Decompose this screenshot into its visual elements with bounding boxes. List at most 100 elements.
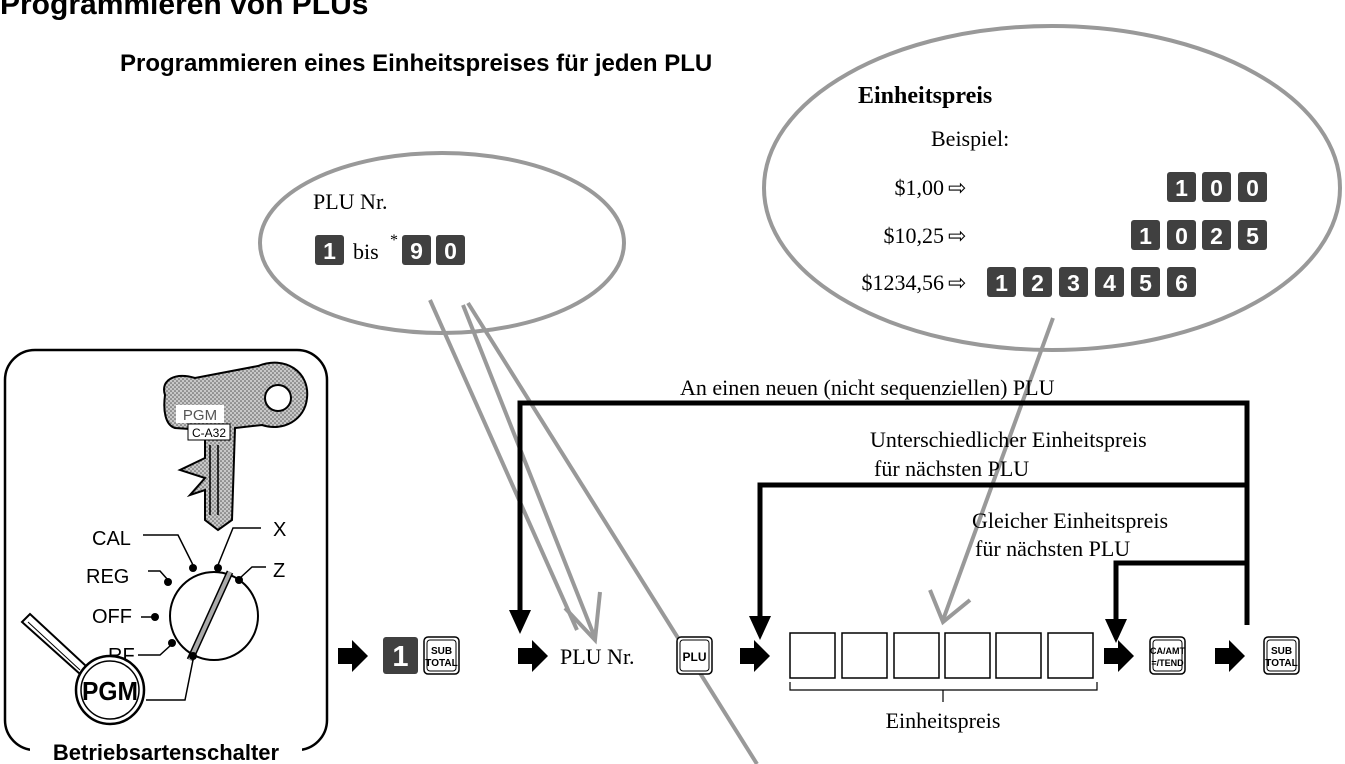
mode-pgm-label: PGM [82,676,138,706]
example-row-1-key-1: 1 [1167,172,1196,202]
loop-different-price-label-2: für nächsten PLU [874,456,1029,481]
example-row-3-key-4: 4 [1095,267,1124,297]
example-row-1-key-2: 0 [1202,172,1231,202]
svg-text:0: 0 [1210,175,1223,201]
loop-same-price-label-1: Gleicher Einheitspreis [972,508,1168,533]
page-title: Programmieren von PLUs [0,0,368,21]
key-plu-to-9: 9 [402,235,431,265]
svg-text:⇨: ⇨ [948,223,966,248]
svg-text:$1234,56: $1234,56 [862,270,945,295]
example-row-2-key-3: 2 [1202,220,1231,250]
example-row-1: $1,00 ⇨ 1 0 0 [895,172,1267,202]
loop-arrowheads [509,610,1127,643]
loop-same-price [1113,560,1247,627]
magnifier-icon: PGM [20,612,146,726]
svg-text:9: 9 [410,238,423,264]
unit-price-entry-boxes [789,632,1094,679]
mode-switch-panel: PGM C-A32 CAL [3,348,329,764]
plu-key: PLU [676,636,713,675]
unit-price-bubble: Einheitspreis Beispiel: $1,00 ⇨ 1 0 0 $1… [762,24,1342,352]
svg-text:PGM: PGM [183,407,217,424]
svg-text:1: 1 [1175,175,1188,201]
price-box-5 [995,632,1042,679]
example-row-2: $10,25 ⇨ 1 0 2 5 [884,220,1267,250]
plu-nr-label: PLU Nr. [313,189,388,214]
key-plu-from: 1 [315,235,344,265]
mode-cal-label: CAL [92,528,131,550]
svg-text:4: 4 [1103,270,1116,296]
svg-text:1: 1 [323,238,336,264]
svg-text:PLU: PLU [683,650,707,664]
flow-arrow-4 [1104,640,1134,672]
mode-position-dots [151,564,243,647]
example-row-3-key-6: 6 [1167,267,1196,297]
svg-text:CA/AMT: CA/AMT [1150,646,1185,656]
unit-price-title: Einheitspreis [858,83,992,109]
svg-text:2: 2 [1210,223,1223,249]
price-box-6 [1047,632,1094,679]
svg-text:1: 1 [1139,223,1152,249]
loop-arrows [517,400,1250,627]
loop-same-price-label-2: für nächsten PLU [975,536,1130,561]
pgm-key-icon: PGM C-A32 [163,361,309,532]
example-row-3-key-5: 5 [1131,267,1160,297]
mode-leader-lines [138,527,266,701]
flow-arrow-1 [338,640,368,672]
subtotal-key-final: SUB TOTAL [1263,636,1300,675]
mode-dial [169,570,259,662]
example-row-3-key-1: 1 [987,267,1016,297]
mode-x-label: X [273,519,286,541]
unit-price-label: Einheitspreis [886,708,1001,733]
page-subtitle: Programmieren eines Einheitspreises für … [120,50,712,77]
unit-price-bracket [789,682,1098,702]
svg-text:$10,25: $10,25 [884,223,945,248]
svg-text:5: 5 [1246,223,1259,249]
example-row-3-key-3: 3 [1059,267,1088,297]
loop-different-price [757,482,1247,623]
svg-text:TOTAL: TOTAL [425,658,457,669]
mode-z-label: Z [273,560,285,582]
flow-arrow-5 [1215,640,1245,672]
example-row-3-key-2: 2 [1023,267,1052,297]
loop-new-plu-label: An einen neuen (nicht sequenziellen) PLU [680,375,1055,400]
key-1: 1 [383,637,418,674]
svg-text:5: 5 [1139,270,1152,296]
key-plu-to-0: 0 [436,235,465,265]
svg-text:=/TEND: =/TEND [1151,658,1184,668]
svg-text:SUB: SUB [1271,646,1292,657]
subtotal-key: SUB TOTAL [423,636,460,675]
flow-arrow-2 [518,640,548,672]
svg-text:0: 0 [1246,175,1259,201]
svg-text:C-A32: C-A32 [192,426,226,440]
example-row-2-key-2: 0 [1167,220,1196,250]
bis-text: bis [353,239,379,264]
svg-text:$1,00: $1,00 [895,175,945,200]
svg-text:⇨: ⇨ [948,175,966,200]
svg-text:SUB: SUB [431,646,452,657]
loop-different-price-label-1: Unterschiedlicher Einheitspreis [870,427,1147,452]
plu-range-bubble: PLU Nr. 1 bis * 9 0 [258,151,626,335]
svg-text:1: 1 [392,641,408,673]
price-box-1 [789,632,836,679]
svg-text:6: 6 [1175,270,1188,296]
ca-amt-tend-key: CA/AMT =/TEND [1149,636,1186,675]
example-row-2-key-1: 1 [1131,220,1160,250]
example-label: Beispiel: [931,126,1009,151]
svg-text:3: 3 [1067,270,1080,296]
svg-text:TOTAL: TOTAL [1265,658,1297,669]
example-row-2-key-4: 5 [1238,220,1267,250]
mode-off-label: OFF [92,606,132,628]
svg-text:2: 2 [1031,270,1044,296]
svg-text:0: 0 [444,238,457,264]
flow-sequence: 1 SUB TOTAL PLU Nr. PLU Einheitspre [338,632,1300,733]
example-row-3: $1234,56 ⇨ 1 2 3 4 5 6 [862,267,1196,297]
mode-switch-caption: Betriebsartenschalter [53,740,280,764]
price-bubble-pointer [928,317,1055,626]
example-row-1-key-3: 0 [1238,172,1267,202]
flow-arrow-3 [740,640,770,672]
svg-text:0: 0 [1175,223,1188,249]
price-box-3 [893,632,940,679]
svg-text:1: 1 [995,270,1008,296]
mode-reg-label: REG [86,566,129,588]
